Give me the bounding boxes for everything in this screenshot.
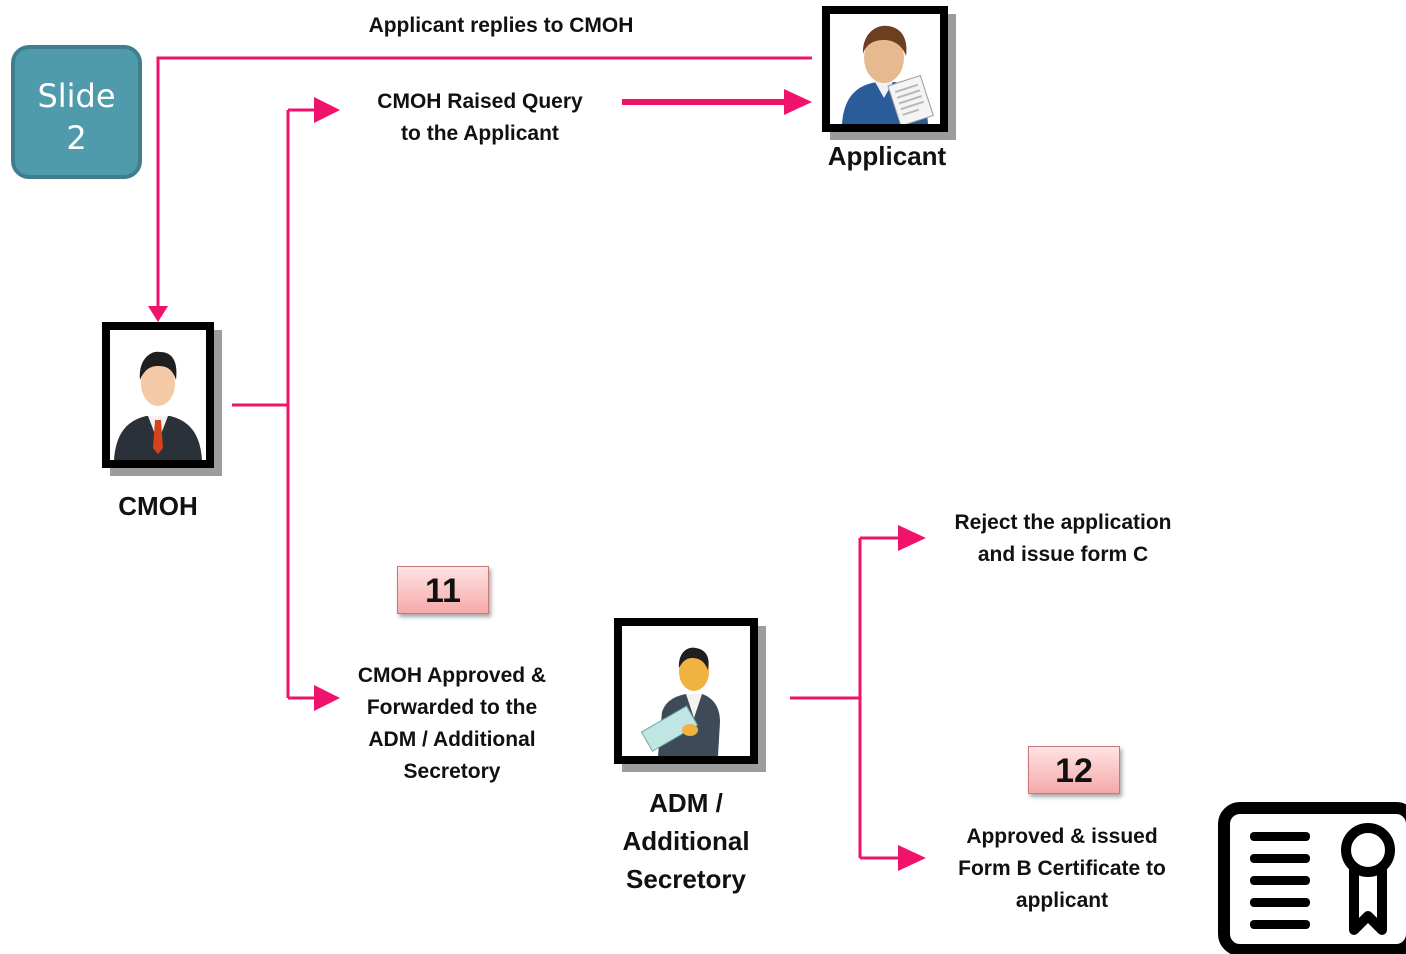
slide-badge-line2: 2 <box>66 119 87 157</box>
reject-label-line1: Reject the application <box>954 511 1172 534</box>
query-label: CMOH Raised Query to the Applicant <box>340 86 620 150</box>
arrowhead-cmoh <box>148 306 168 322</box>
applicant-person-icon <box>830 14 940 124</box>
step-11-badge: 11 <box>397 566 489 614</box>
reply-connector <box>156 56 812 318</box>
applicant-replies-label: Applicant replies to CMOH <box>368 14 634 37</box>
query-label-line2: to the Applicant <box>401 122 559 145</box>
certificate-icon <box>1218 802 1406 954</box>
cmoh-label: CMOH <box>118 491 198 521</box>
arrowhead-applicant <box>784 89 812 115</box>
businessman-clipboard-icon <box>622 626 750 756</box>
applicant-portrait <box>822 6 948 132</box>
forwarded-label-line4: Secretory <box>403 760 501 783</box>
officer-person-icon <box>110 330 206 460</box>
arrowhead-forward <box>314 685 340 711</box>
issued-label: Approved & issued Form B Certificate to … <box>932 821 1192 917</box>
query-label-line1: CMOH Raised Query <box>377 90 583 113</box>
forwarded-label-line2: Forwarded to the <box>366 696 538 719</box>
issued-label-line3: applicant <box>1015 889 1109 912</box>
issued-label-line2: Form B Certificate to <box>958 857 1166 880</box>
adm-label-line2: Additional <box>622 826 750 856</box>
arrowhead-query <box>314 97 340 123</box>
adm-label-line3: Secretory <box>626 864 746 894</box>
cmoh-portrait <box>102 322 214 468</box>
adm-portrait <box>614 618 758 764</box>
reject-label: Reject the application and issue form C <box>928 507 1198 571</box>
forwarded-label-line1: CMOH Approved & <box>357 664 547 687</box>
arrowhead-issue <box>898 845 926 871</box>
step-12-badge: 12 <box>1028 746 1120 794</box>
forwarded-label: CMOH Approved & Forwarded to the ADM / A… <box>332 660 572 788</box>
slide-badge-line1: Slide <box>37 77 116 115</box>
arrowhead-reject <box>898 525 926 551</box>
applicant-label: Applicant <box>827 141 947 171</box>
adm-label: ADM / Additional Secretory <box>596 784 776 898</box>
slide-badge: Slide 2 <box>11 45 142 179</box>
issued-label-line1: Approved & issued <box>966 825 1158 848</box>
adm-label-line1: ADM / <box>649 788 723 818</box>
forwarded-label-line3: ADM / Additional <box>368 728 536 751</box>
reject-label-line2: and issue form C <box>977 543 1149 566</box>
